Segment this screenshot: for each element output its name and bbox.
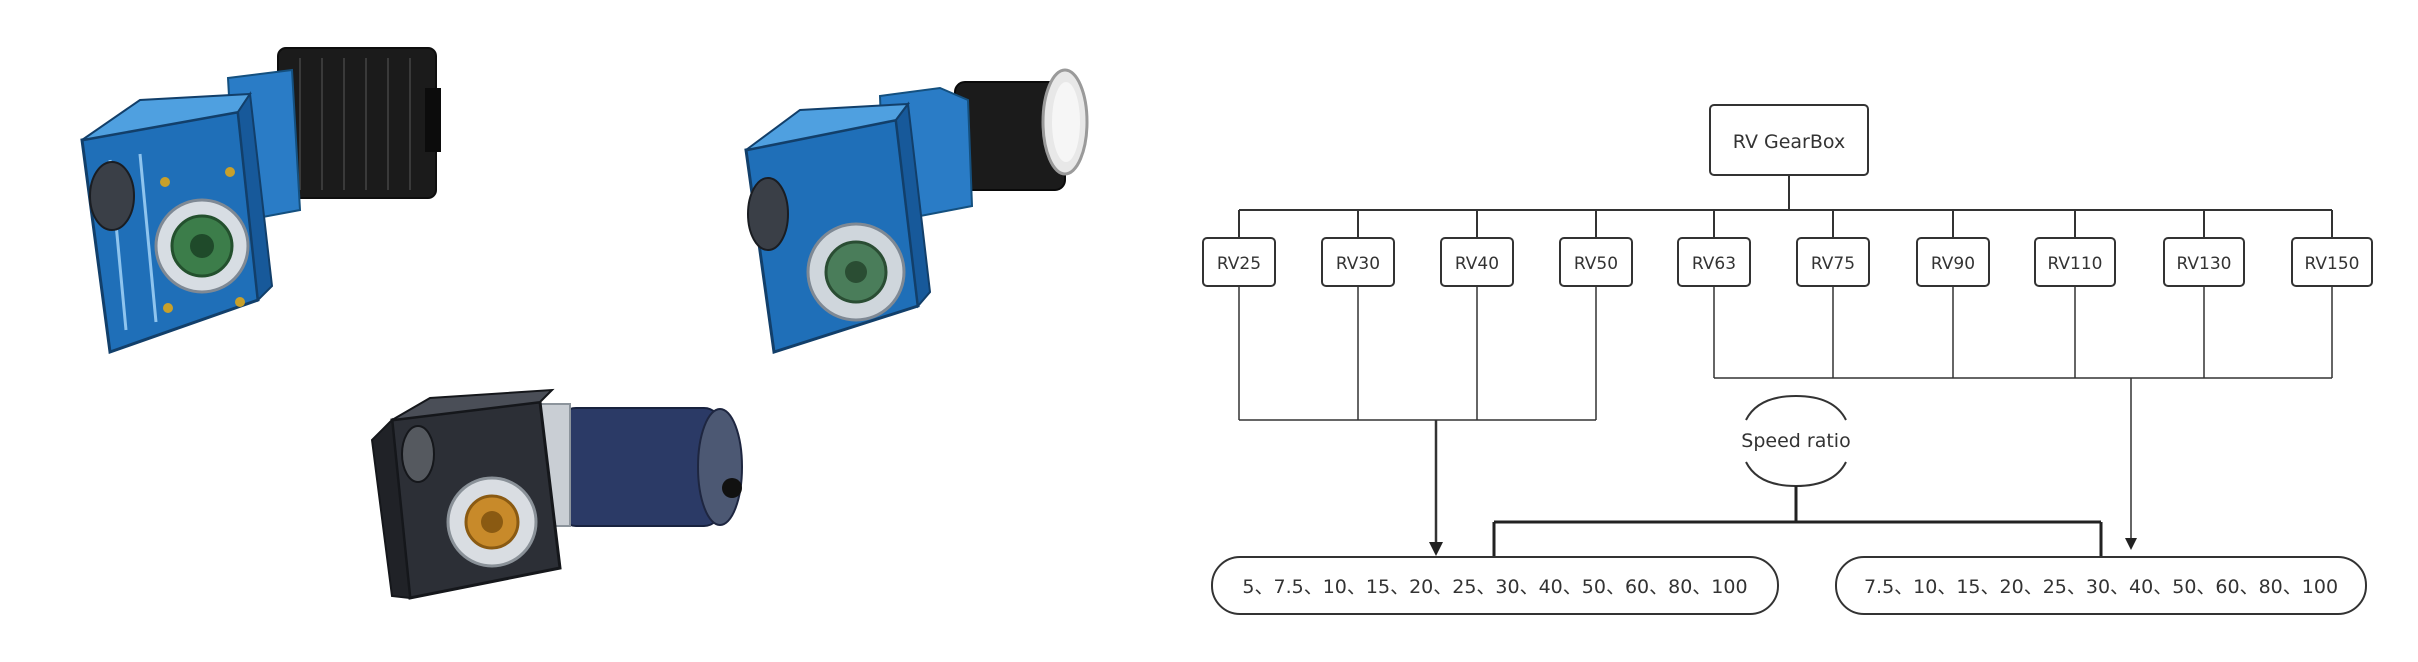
model-node-label: RV130 — [2177, 254, 2232, 274]
root-node-rv-gearbox: RV GearBox — [1709, 104, 1869, 176]
model-node-label: RV30 — [1336, 254, 1380, 274]
model-node-rv130: RV130 — [2163, 237, 2245, 287]
ratio-group-large-text: 7.5、10、15、20、25、30、40、50、60、80、100 — [1864, 576, 2338, 598]
model-node-rv63: RV63 — [1677, 237, 1751, 287]
product-image-gearbox-stepper-motor — [80, 47, 441, 355]
top-connector-lines — [1238, 175, 2333, 238]
speed-ratio-text: Speed ratio — [1741, 430, 1850, 452]
model-node-rv50: RV50 — [1559, 237, 1633, 287]
model-node-label: RV25 — [1217, 254, 1261, 274]
model-node-rv40: RV40 — [1440, 237, 1514, 287]
model-node-rv25: RV25 — [1202, 237, 1276, 287]
small-model-group-connector — [1238, 286, 1597, 544]
model-node-label: RV50 — [1574, 254, 1618, 274]
root-node-label: RV GearBox — [1733, 131, 1845, 153]
model-node-label: RV63 — [1692, 254, 1736, 274]
model-node-label: RV75 — [1811, 254, 1855, 274]
arrow-to-large-ratio-group — [2125, 538, 2137, 550]
model-node-label: RV110 — [2048, 254, 2103, 274]
model-node-rv30: RV30 — [1321, 237, 1395, 287]
product-image-gearbox-dc-motor — [744, 68, 1089, 354]
ratio-group-small-models: 5、7.5、10、15、20、25、30、40、50、60、80、100 — [1211, 556, 1779, 615]
model-node-rv150: RV150 — [2291, 237, 2373, 287]
speed-ratio-bracket — [1492, 486, 2103, 557]
ratio-group-large-models: 7.5、10、15、20、25、30、40、50、60、80、100 — [1835, 556, 2367, 615]
model-node-rv110: RV110 — [2034, 237, 2116, 287]
model-node-rv75: RV75 — [1796, 237, 1870, 287]
arrow-to-small-ratio-group — [1429, 542, 1443, 556]
model-node-label: RV90 — [1931, 254, 1975, 274]
model-node-rv90: RV90 — [1916, 237, 1990, 287]
model-node-label: RV40 — [1455, 254, 1499, 274]
large-model-group-connector — [1713, 286, 2333, 540]
speed-ratio-label: Speed ratio — [1741, 394, 1851, 488]
product-image-gearbox-bldc-motor — [370, 388, 743, 600]
model-node-label: RV150 — [2305, 254, 2360, 274]
ratio-group-small-text: 5、7.5、10、15、20、25、30、40、50、60、80、100 — [1242, 576, 1747, 598]
